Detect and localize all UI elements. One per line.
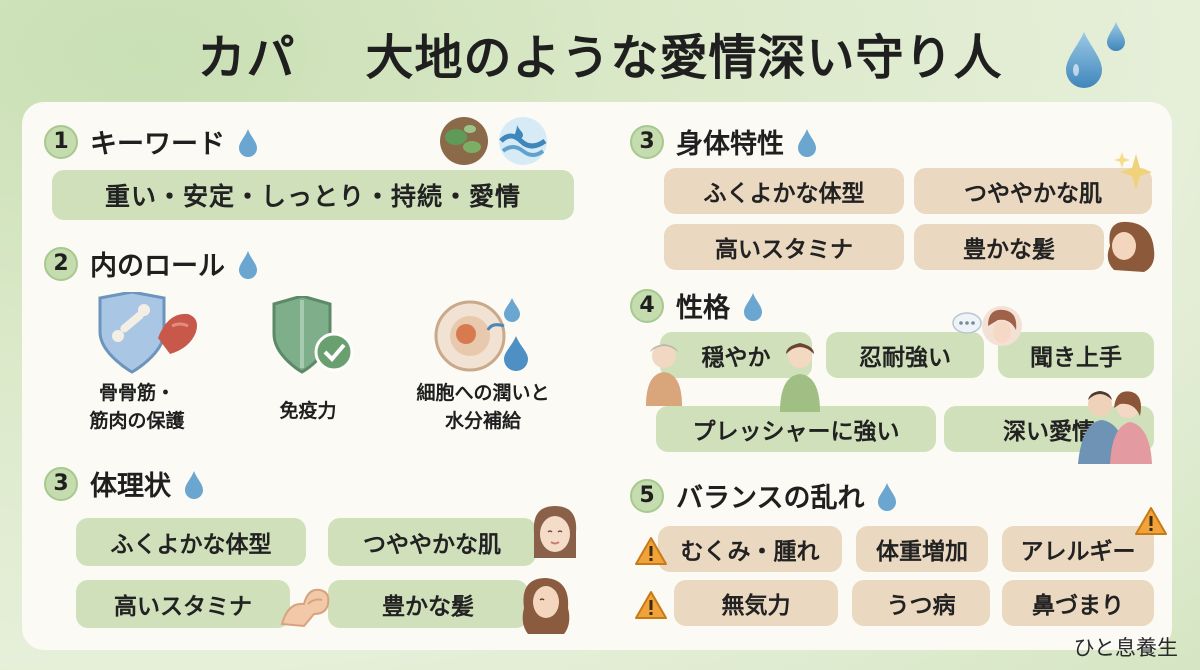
section-number: 3 [630,124,664,159]
role-line: 水分補給 [444,409,521,432]
earth-icon [436,115,492,171]
water-drop-icon [183,469,205,499]
section-body-traits-header: 3 身体特性 [630,122,818,161]
speech-bubble-icon [952,312,982,342]
section-title: 内のロール [90,251,225,282]
constitution-item: 高いスタミナ [76,580,290,628]
immunity-shield-icon [268,294,358,380]
woman-face-icon [528,502,582,570]
water-drop-icon [237,249,259,279]
personality-item: プレッシャーに強い [656,406,936,452]
page-title: カパ 大地のような愛情深い守り人 [0,18,1200,88]
warning-icon [634,590,668,624]
water-drop-icon [742,291,764,321]
imbalance-item: うつ病 [852,580,990,626]
water-drop-icon [876,481,898,511]
body-trait-item: 高いスタミナ [664,224,904,270]
flowing-hair-woman-icon [1100,216,1158,278]
constitution-item: 豊かな髪 [328,580,528,628]
imbalance-item: アレルギー [1002,526,1154,572]
long-hair-woman-icon [516,574,574,640]
section-number: 3 [44,466,78,501]
flexed-arm-icon [278,584,336,636]
water-wave-icon [495,115,551,171]
water-drop-icon [237,127,259,157]
sparkle-icon [1114,150,1154,198]
section-constitution-header: 3 体理状 [44,464,205,503]
water-drops-icon [1062,20,1132,90]
section-personality-header: 4 性格 [630,286,764,325]
role-bone-muscle: 骨骨筋・ 筋肉の保護 [62,380,212,435]
section-keywords-header: 1 キーワード [44,122,259,161]
role-immunity: 免疫力 [238,398,378,426]
section-number: 5 [630,478,664,513]
section-title: 性格 [676,293,730,324]
brand-footer: ひと息養生 [1073,636,1178,660]
section-imbalance-header: 5 バランスの乱れ [630,476,898,515]
keywords-pill: 重い・安定・しっとり・持続・愛情 [52,170,574,220]
imbalance-item: むくみ・腫れ [658,526,842,572]
elder-woman-icon [640,340,688,410]
bone-muscle-shield-icon [92,290,204,378]
constitution-item: ふくよかな体型 [76,518,306,566]
warning-icon [1134,506,1168,540]
section-title: 身体特性 [676,129,784,160]
imbalance-item: 無気力 [674,580,838,626]
role-line: 免疫力 [279,400,337,422]
role-line: 骨骨筋・ [98,382,175,404]
section-number: 2 [44,246,78,281]
section-title: 体理状 [90,471,171,502]
section-number: 1 [44,124,78,159]
cell-hydration-icon [432,296,536,380]
personality-item: 忍耐強い [826,332,984,378]
role-line: 筋肉の保護 [89,409,185,432]
body-trait-item: つややかな肌 [914,168,1152,214]
body-trait-item: 豊かな髪 [914,224,1104,270]
constitution-item: つややかな肌 [328,518,536,566]
role-line: 細胞への潤いと [416,382,550,404]
section-number: 4 [630,288,664,323]
section-title: キーワード [90,129,225,160]
imbalance-item: 体重増加 [856,526,988,572]
section-title: バランスの乱れ [676,483,865,514]
personality-item: 聞き上手 [998,332,1154,378]
woman-portrait-icon [980,304,1024,358]
listening-woman-icon [770,340,830,416]
body-trait-item: ふくよかな体型 [664,168,904,214]
title-left: カパ [197,30,296,86]
water-drop-icon [796,127,818,157]
hugging-couple-icon [1074,386,1156,468]
section-roles-header: 2 内のロール [44,244,259,283]
role-cell-hydration: 細胞への潤いと 水分補給 [388,380,578,435]
personality-item: 穏やか [660,332,812,378]
imbalance-item: 鼻づまり [1002,580,1154,626]
warning-icon [634,536,668,570]
title-right: 大地のような愛情深い守り人 [365,30,1003,86]
